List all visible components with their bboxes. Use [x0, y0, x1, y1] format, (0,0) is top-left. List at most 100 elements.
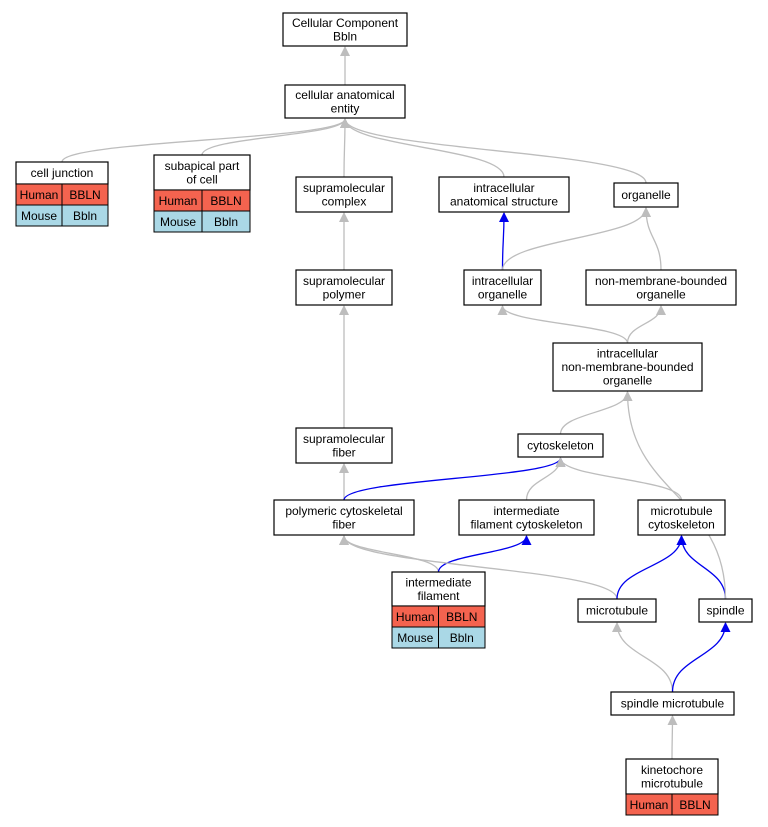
- node-label-line: filament: [417, 589, 460, 603]
- node-box: [577, 598, 657, 623]
- node-box: [585, 269, 737, 306]
- node-label-line: spindle microtubule: [621, 697, 725, 711]
- annotation-species: Human: [20, 188, 59, 202]
- annotation-gene: BBLN: [446, 610, 477, 624]
- edge-intracellular-organelle-to-intracellular-anatomical-structure: [498, 212, 509, 271]
- edge-intracellular-anatomical-structure-to-cellular-anatomical-entity: [340, 118, 505, 178]
- node-box: [458, 499, 595, 536]
- node-label-line: organelle: [603, 374, 653, 388]
- node-box: [463, 269, 542, 306]
- node-label-line: subapical part: [165, 159, 240, 173]
- annotation-species: Human: [630, 798, 669, 812]
- edge-intracellular-non-membrane-bounded-organelle-to-non-membrane-bounded-organelle: [626, 305, 666, 344]
- node-label-line: cytoskeleton: [527, 439, 594, 453]
- node-label-line: supramolecular: [303, 432, 385, 446]
- node-organelle[interactable]: organelle: [613, 182, 679, 208]
- edge-spindle-to-microtubule-cytoskeleton: [676, 535, 727, 600]
- node-label-line: microtubule: [586, 604, 648, 618]
- annotation-species: Human: [159, 194, 198, 208]
- edge-spindle-to-intracellular-non-membrane-bounded-organelle: [622, 391, 727, 600]
- node-label-line: polymer: [323, 287, 366, 301]
- node-box: [295, 427, 393, 464]
- node-spindle-microtubule[interactable]: spindle microtubule: [610, 691, 735, 716]
- annotation-gene: BBLN: [210, 194, 241, 208]
- edge-organelle-to-cellular-anatomical-entity: [340, 118, 647, 184]
- edge-kinetochore-microtubule-to-spindle-microtubule: [667, 715, 678, 760]
- node-intracellular-non-membrane-bounded-organelle[interactable]: intracellularnon-membrane-boundedorganel…: [552, 342, 703, 392]
- node-label-line: intracellular: [472, 274, 533, 288]
- node-box: [552, 342, 703, 392]
- node-microtubule[interactable]: microtubule: [577, 598, 657, 623]
- node-label-line: cell junction: [31, 166, 94, 180]
- annotation-gene-cell: [671, 793, 719, 816]
- node-box: [698, 598, 753, 623]
- node-label-line: filament cytoskeleton: [470, 517, 582, 531]
- node-label-line: kinetochore: [641, 763, 703, 777]
- edge-intermediate-filament-cytoskeleton-to-cytoskeleton: [525, 457, 566, 501]
- edge-spindle-microtubule-to-spindle: [671, 622, 731, 693]
- node-box: [391, 571, 486, 607]
- node-box: [517, 433, 604, 458]
- node-box: [625, 758, 719, 795]
- node-label-line: microtubule: [641, 776, 703, 790]
- node-label-line: organelle: [636, 287, 686, 301]
- node-label-line: intermediate: [493, 504, 559, 518]
- edge-cell-junction-to-cellular-anatomical-entity: [61, 118, 350, 163]
- annotation-gene-cell: [201, 210, 251, 233]
- edges-layer: [61, 46, 731, 760]
- edge-intracellular-non-membrane-bounded-organelle-to-intracellular-organelle: [497, 305, 629, 344]
- node-label-line: complex: [322, 194, 367, 208]
- node-label-line: intracellular: [597, 347, 658, 361]
- node-box: [273, 499, 415, 536]
- node-label-line: fiber: [332, 445, 355, 459]
- node-spindle[interactable]: spindle: [698, 598, 753, 623]
- annotation-gene-cell: [61, 204, 109, 227]
- node-box: [295, 176, 393, 213]
- node-label-line: fiber: [332, 517, 355, 531]
- edge-microtubule-to-polymeric-cytoskeletal-fiber: [339, 535, 618, 600]
- node-label-line: microtubule: [650, 504, 712, 518]
- annotation-gene: BBLN: [69, 188, 100, 202]
- node-label-line: spindle: [706, 604, 744, 618]
- node-label-line: non-membrane-bounded: [561, 360, 693, 374]
- node-label-line: supramolecular: [303, 181, 385, 195]
- edge-spindle-microtubule-to-microtubule: [612, 622, 674, 693]
- annotation-species: Mouse: [160, 215, 196, 229]
- edge-intermediate-filament-to-intermediate-filament-cytoskeleton: [437, 535, 532, 573]
- node-label-line: polymeric cytoskeletal: [285, 504, 402, 518]
- node-box: [610, 691, 735, 716]
- node-label-line: organelle: [478, 287, 528, 301]
- edge-microtubule-to-microtubule-cytoskeleton: [616, 535, 687, 600]
- node-box: [282, 12, 408, 47]
- node-label-line: of cell: [186, 172, 217, 186]
- node-box: [438, 176, 570, 213]
- annotation-gene-cell: [438, 626, 486, 649]
- annotation-gene: BBLN: [679, 798, 710, 812]
- node-cytoskeleton[interactable]: cytoskeleton: [517, 433, 604, 458]
- node-label-line: supramolecular: [303, 274, 385, 288]
- node-label-line: non-membrane-bounded: [595, 274, 727, 288]
- node-label-line: Cellular Component: [292, 16, 399, 30]
- annotation-species: Mouse: [397, 631, 433, 645]
- edge-supramolecular-complex-to-cellular-anatomical-entity: [339, 118, 350, 178]
- edge-microtubule-cytoskeleton-to-cytoskeleton: [555, 457, 683, 501]
- edge-intracellular-organelle-to-organelle: [501, 207, 651, 271]
- node-label-line: organelle: [621, 188, 671, 202]
